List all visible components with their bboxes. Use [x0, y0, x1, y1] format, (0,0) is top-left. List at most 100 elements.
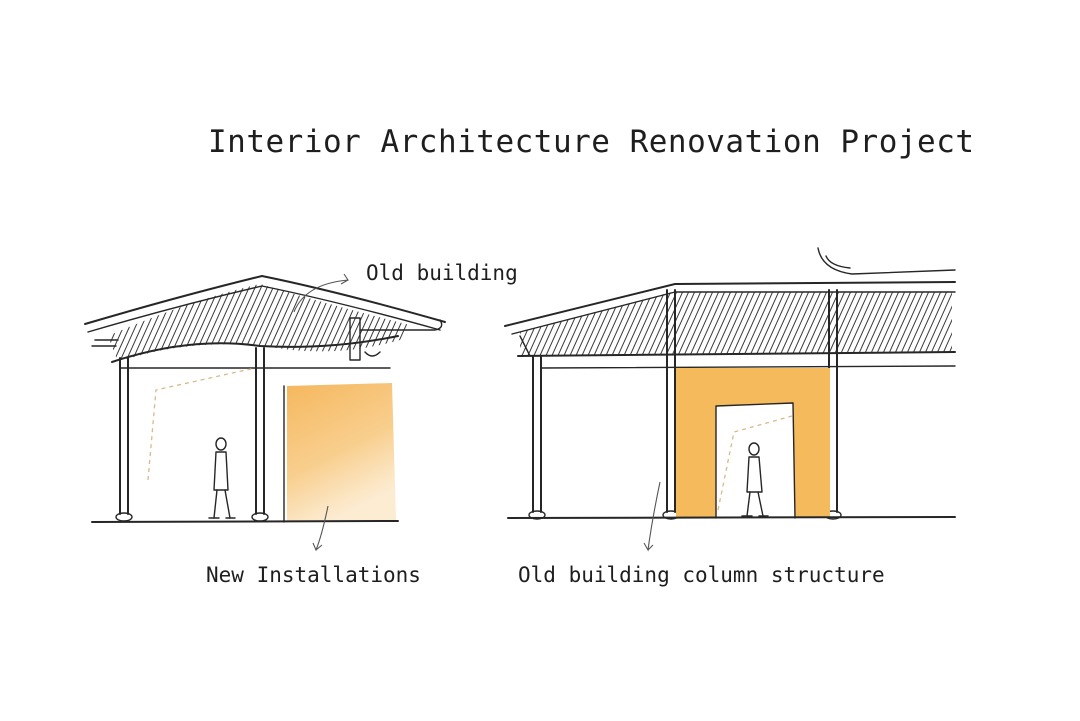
roof-hatch-stroke	[108, 284, 127, 362]
roof-hatch-stroke	[891, 292, 927, 356]
roof-hatch-stroke	[367, 284, 409, 362]
roof-hatch-stroke	[927, 292, 952, 356]
roof-hatch-stroke	[921, 292, 952, 356]
roof-hatch-stroke	[873, 292, 909, 356]
column-structure-label: Old building column structure	[518, 563, 885, 587]
left-person-figure	[208, 437, 236, 519]
right-section-sketch	[504, 247, 992, 552]
roof-hatch-stroke	[127, 284, 169, 362]
new-installation-wall	[287, 383, 396, 521]
roof-hatch-stroke	[783, 292, 819, 356]
roof-hatch-stroke	[151, 284, 193, 362]
right-column-2	[666, 289, 676, 513]
roof-hatch-stroke	[843, 292, 879, 356]
roof-hatch-stroke	[885, 292, 921, 356]
left-column-2	[255, 347, 265, 515]
roof-hatch-stroke	[801, 292, 837, 356]
roof-hatch-stroke	[849, 292, 885, 356]
roof-hatch-stroke	[434, 280, 475, 370]
portal-installation	[676, 368, 830, 518]
roof-hatch-stroke	[897, 292, 933, 356]
roof-hatch-stroke	[939, 292, 952, 356]
roof-hatch-stroke	[163, 284, 205, 362]
roof-hatch-stroke	[253, 284, 295, 362]
roof-hatch-stroke	[795, 292, 831, 356]
roof-hatch-stroke	[813, 292, 849, 356]
left-roof-arch	[111, 335, 399, 363]
roof-hatch-stroke	[741, 292, 777, 356]
roof-hatch-stroke	[735, 292, 771, 356]
roof-hatch-stroke	[379, 284, 410, 362]
roof-hatch-stroke	[903, 292, 939, 356]
roof-hatch-stroke	[145, 284, 187, 362]
roof-hatch-stroke	[723, 292, 759, 356]
right-column-1	[532, 355, 542, 513]
roof-hatch-stroke	[687, 292, 723, 356]
old-building-label: Old building	[366, 261, 518, 285]
roof-hatch-stroke	[777, 292, 813, 356]
left-section-sketch	[84, 273, 475, 552]
roof-hatch-stroke	[729, 292, 765, 356]
roof-hatch-stroke	[391, 284, 410, 362]
roof-hatch-stroke	[271, 284, 313, 362]
roof-hatch-stroke	[663, 292, 699, 356]
roof-hatch-stroke	[933, 292, 952, 356]
left-roof-outline	[84, 275, 446, 325]
left-roof-hatching	[108, 280, 475, 370]
roof-hatch-stroke	[639, 292, 675, 356]
roof-hatch-stroke	[717, 292, 753, 356]
roof-hatch-stroke	[428, 280, 469, 370]
roof-hatch-stroke	[313, 284, 355, 362]
roof-hatch-stroke	[861, 292, 897, 356]
right-person-figure	[741, 442, 769, 517]
roof-hatch-stroke	[945, 292, 952, 356]
roof-hatch-stroke	[675, 292, 711, 356]
roof-hatch-stroke	[681, 292, 717, 356]
roof-hatch-stroke	[699, 292, 735, 356]
roof-hatch-stroke	[771, 292, 807, 356]
roof-hatch-stroke	[199, 284, 241, 362]
right-ground-line	[507, 516, 956, 519]
roof-hatch-stroke	[181, 284, 223, 362]
roof-hatch-stroke	[349, 284, 391, 362]
roof-hatch-stroke	[373, 284, 410, 362]
roof-hatch-stroke	[217, 284, 259, 362]
roof-hatch-stroke	[283, 284, 325, 362]
right-roof-hatching	[520, 285, 992, 360]
roof-hatch-stroke	[837, 292, 873, 356]
roof-hatch-stroke	[958, 285, 992, 360]
roof-hatch-stroke	[133, 284, 175, 362]
roof-hatch-stroke	[693, 292, 729, 356]
roof-hatch-stroke	[867, 292, 903, 356]
roof-hatch-stroke	[247, 284, 289, 362]
roof-hatch-stroke	[765, 292, 801, 356]
roof-hatch-stroke	[747, 292, 783, 356]
roof-hatch-stroke	[759, 292, 795, 356]
roof-hatch-stroke	[825, 292, 861, 356]
page-title: Interior Architecture Renovation Project	[208, 124, 975, 160]
left-ground-line	[91, 520, 399, 523]
roof-hatch-stroke	[651, 292, 687, 356]
roof-hatch-stroke	[265, 284, 307, 362]
new-installations-label: New Installations	[206, 563, 421, 587]
roof-hatch-stroke	[397, 284, 410, 362]
right-roof-outline	[504, 281, 956, 327]
roof-hatch-stroke	[115, 284, 157, 362]
roof-hatch-stroke	[915, 292, 951, 356]
roof-hatch-stroke	[205, 284, 247, 362]
roof-hatch-stroke	[711, 292, 747, 356]
roof-hatch-stroke	[633, 292, 669, 356]
roof-hatch-stroke	[753, 292, 789, 356]
roof-hatch-stroke	[409, 284, 410, 362]
roof-hatch-stroke	[241, 284, 283, 362]
roof-hatch-stroke	[705, 292, 741, 356]
roof-hatch-stroke	[855, 292, 891, 356]
roof-hatch-stroke	[295, 284, 337, 362]
roof-hatch-stroke	[951, 292, 952, 356]
roof-hatch-stroke	[879, 292, 915, 356]
roof-hatch-stroke	[139, 284, 181, 362]
roof-hatch-stroke	[355, 284, 397, 362]
roof-hatch-stroke	[361, 284, 403, 362]
left-column-1	[119, 357, 129, 515]
